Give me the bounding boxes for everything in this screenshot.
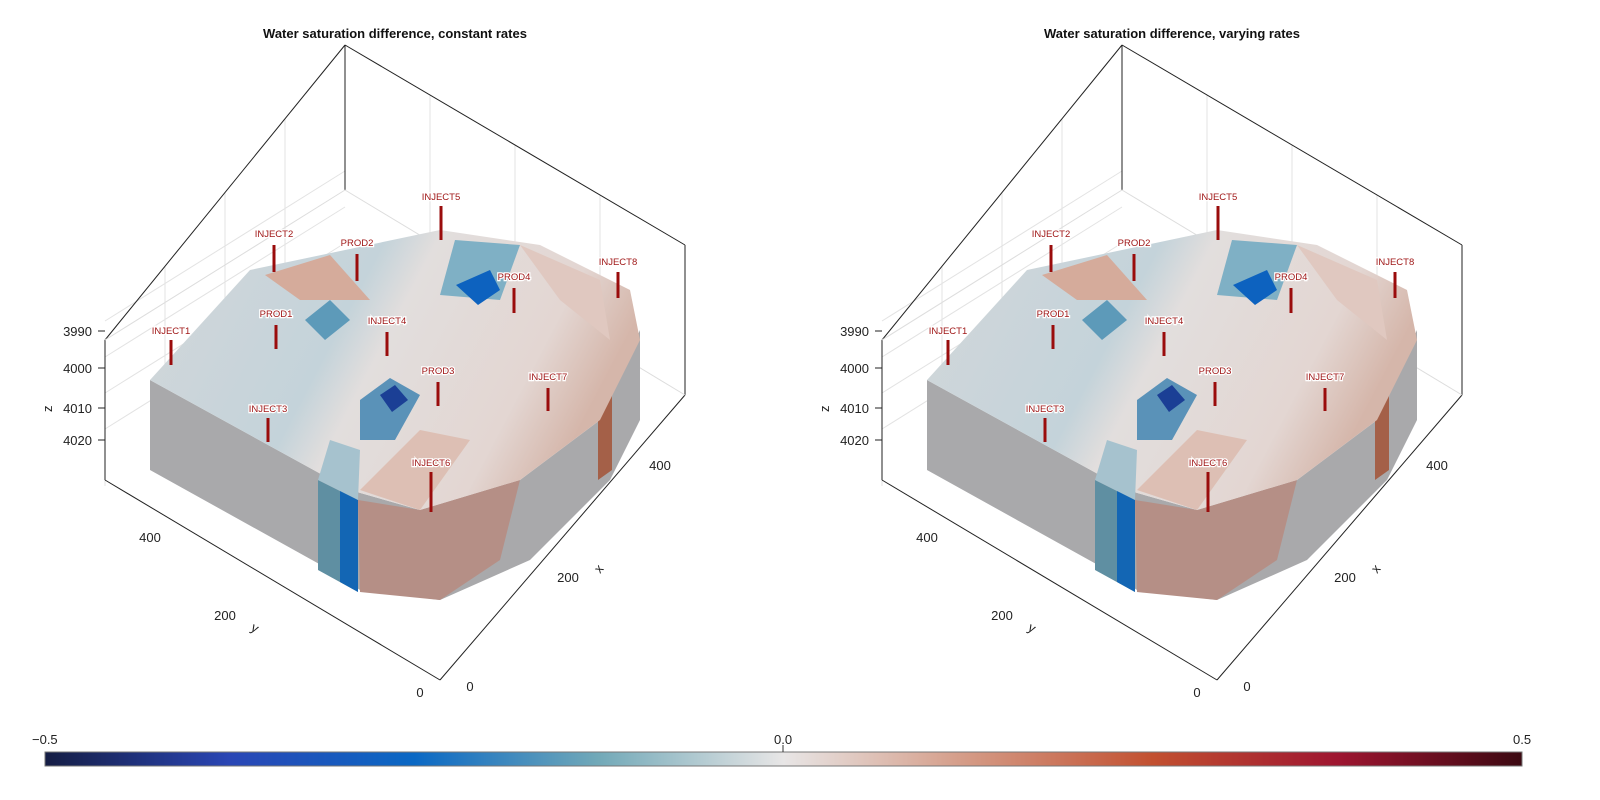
well-inject1-label: INJECT1 bbox=[929, 326, 968, 337]
well-inject6-label: INJECT6 bbox=[1189, 458, 1228, 469]
y-tick-label: 400 bbox=[916, 530, 938, 545]
x-tick-label: 400 bbox=[1426, 458, 1448, 473]
axis-line bbox=[344, 44, 686, 246]
axis-line bbox=[881, 479, 1218, 681]
z-tick-label: 3990 bbox=[63, 324, 92, 339]
reservoir-side bbox=[927, 330, 1417, 600]
well-prod3-label: PROD3 bbox=[422, 366, 455, 377]
well-inject7-label: INJECT7 bbox=[529, 372, 568, 383]
z-axis-label: z bbox=[40, 406, 55, 413]
x-tick-label: 200 bbox=[1334, 570, 1356, 585]
patch-blue-dark bbox=[456, 270, 500, 305]
colorbar-tick-min: −0.5 bbox=[32, 732, 58, 747]
z-tick-label: 4020 bbox=[63, 433, 92, 448]
x-axis-label: x bbox=[1368, 561, 1384, 576]
z-tick-label: 4020 bbox=[840, 433, 869, 448]
side-blue-column bbox=[1117, 490, 1135, 592]
y-tick-label: 0 bbox=[416, 685, 423, 700]
y-tick-label: 200 bbox=[214, 608, 236, 623]
y-axis-label: y bbox=[249, 620, 263, 636]
patch-blue-dark bbox=[1233, 270, 1277, 305]
gridline bbox=[881, 206, 1123, 358]
axis-line bbox=[881, 44, 1123, 341]
patch-red bbox=[1042, 255, 1147, 300]
x-tick-label: 200 bbox=[557, 570, 579, 585]
patch-navy bbox=[380, 385, 408, 412]
gridline bbox=[104, 206, 346, 358]
well-prod4-label: PROD4 bbox=[1275, 272, 1308, 283]
side-red-band bbox=[1135, 480, 1297, 600]
side-red-band bbox=[358, 480, 520, 600]
well-inject5-label: INJECT5 bbox=[1199, 192, 1238, 203]
z-tick-label: 3990 bbox=[840, 324, 869, 339]
colorbar-tick-mid: 0.0 bbox=[774, 732, 793, 747]
panel-1-title: Water saturation difference, constant ra… bbox=[263, 26, 527, 41]
axis-line bbox=[439, 394, 686, 681]
well-inject8-label: INJECT8 bbox=[599, 257, 638, 268]
axis-line bbox=[1216, 394, 1463, 681]
y-axis-label: y bbox=[1026, 620, 1040, 636]
gridline bbox=[104, 170, 346, 322]
x-tick-label: 400 bbox=[649, 458, 671, 473]
well-inject5-label: INJECT5 bbox=[422, 192, 461, 203]
z-tick-label: 4000 bbox=[63, 361, 92, 376]
x-axis-label: x bbox=[591, 561, 607, 576]
well-inject7-label: INJECT7 bbox=[1306, 372, 1345, 383]
patch-red-light bbox=[1137, 430, 1247, 510]
axis-line bbox=[881, 189, 1123, 341]
patch-red-light bbox=[1297, 245, 1387, 340]
gridline bbox=[881, 170, 1123, 322]
patch-blue bbox=[1082, 300, 1127, 340]
patch-blue-light bbox=[318, 440, 360, 500]
x-tick-label: 0 bbox=[1243, 679, 1250, 694]
reservoir-top bbox=[150, 230, 640, 510]
well-inject8-label: INJECT8 bbox=[1376, 257, 1415, 268]
side-blue-column bbox=[340, 490, 358, 592]
panel-2-title: Water saturation difference, varying rat… bbox=[1044, 26, 1300, 41]
well-prod2-label: PROD2 bbox=[341, 238, 374, 249]
z-axis-label: z bbox=[817, 406, 832, 413]
well-inject3-label: INJECT3 bbox=[249, 404, 288, 415]
well-inject4-label: INJECT4 bbox=[368, 316, 407, 327]
axis-line bbox=[104, 44, 346, 341]
well-inject6-label: INJECT6 bbox=[412, 458, 451, 469]
z-tick-label: 4010 bbox=[840, 401, 869, 416]
axis-line bbox=[104, 189, 346, 341]
patch-blue-light bbox=[1095, 440, 1137, 500]
well-inject3-label: INJECT3 bbox=[1026, 404, 1065, 415]
axis-line bbox=[104, 479, 441, 681]
colorbar bbox=[44, 751, 1523, 767]
well-inject1-label: INJECT1 bbox=[152, 326, 191, 337]
well-prod1-label: PROD1 bbox=[260, 309, 293, 320]
y-tick-label: 200 bbox=[991, 608, 1013, 623]
patch-red bbox=[265, 255, 370, 300]
well-prod1-label: PROD1 bbox=[1037, 309, 1070, 320]
reservoir-top bbox=[927, 230, 1417, 510]
y-tick-label: 400 bbox=[139, 530, 161, 545]
x-tick-label: 0 bbox=[466, 679, 473, 694]
well-prod4-label: PROD4 bbox=[498, 272, 531, 283]
patch-blue bbox=[305, 300, 350, 340]
well-inject2-label: INJECT2 bbox=[1032, 229, 1071, 240]
patch-navy bbox=[1157, 385, 1185, 412]
patch-red-light bbox=[360, 430, 470, 510]
z-tick-label: 4000 bbox=[840, 361, 869, 376]
well-prod3-label: PROD3 bbox=[1199, 366, 1232, 377]
y-tick-label: 0 bbox=[1193, 685, 1200, 700]
well-inject2-label: INJECT2 bbox=[255, 229, 294, 240]
axis-line bbox=[1121, 44, 1463, 246]
colorbar-tick-max: 0.5 bbox=[1513, 732, 1532, 747]
reservoir-side bbox=[150, 330, 640, 600]
well-prod2-label: PROD2 bbox=[1118, 238, 1151, 249]
patch-red-light bbox=[520, 245, 610, 340]
well-inject4-label: INJECT4 bbox=[1145, 316, 1184, 327]
z-tick-label: 4010 bbox=[63, 401, 92, 416]
